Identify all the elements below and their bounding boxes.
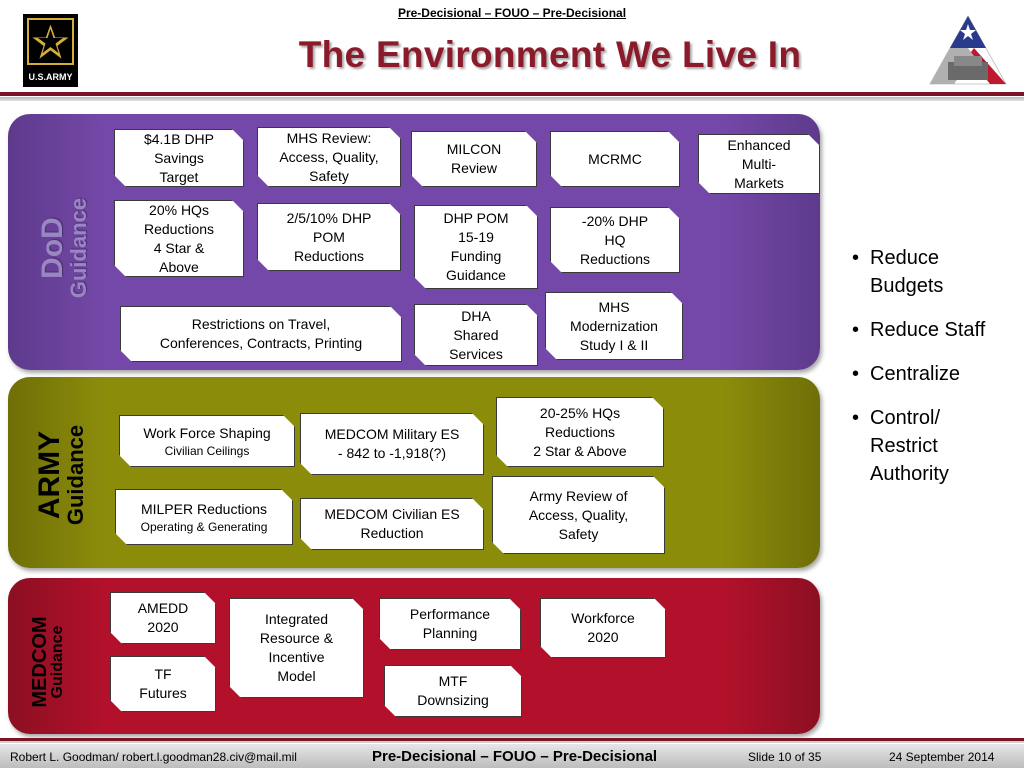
dod-box-dhp-pom-funding: DHP POM 15-19 Funding Guidance (414, 205, 538, 289)
footer-divider (0, 738, 1024, 741)
medcom-box-amedd-2020: AMEDD 2020 (110, 592, 216, 644)
army-label-main: ARMY (33, 430, 66, 520)
dod-box-dhp-hq-reductions: -20% DHP HQ Reductions (550, 207, 680, 273)
dod-box-hq-reductions-4star: 20% HQs Reductions 4 Star & Above (114, 200, 244, 277)
medcom-label-sub: Guidance (49, 625, 66, 699)
army-guidance-label: ARMY Guidance (33, 400, 95, 550)
bullet-control-restrict-authority: Control/ Restrict Authority (848, 404, 1018, 488)
slide-title: The Environment We Live In (298, 34, 802, 75)
dod-box-mcrmc: MCRMC (550, 131, 680, 187)
dod-box-milcon-review: MILCON Review (411, 131, 537, 187)
dod-guidance-label: DoD Guidance (36, 168, 98, 328)
dod-box-enhanced-multi-markets: Enhanced Multi- Markets (698, 134, 820, 194)
slide-footer: Robert L. Goodman/ robert.l.goodman28.ci… (0, 744, 1024, 768)
header-divider (0, 92, 1024, 96)
army-box-milper-reductions: MILPER Reductions Operating & Generating (115, 489, 293, 545)
medcom-box-integrated-resource-model: Integrated Resource & Incentive Model (229, 598, 364, 698)
medcom-box-tf-futures: TF Futures (110, 656, 216, 712)
footer-divider-shadow (0, 741, 1024, 743)
dod-box-mhs-modernization: MHS Modernization Study I & II (545, 292, 683, 360)
medcom-guidance-label: MEDCOM Guidance (29, 602, 80, 722)
army-logo-text: U.S.ARMY (28, 72, 72, 82)
dod-box-dhp-pom-reductions: 2/5/10% DHP POM Reductions (257, 203, 401, 271)
classification-banner-top: Pre-Decisional – FOUO – Pre-Decisional (397, 6, 627, 20)
medcom-box-workforce-2020: Workforce 2020 (540, 598, 666, 658)
flag-star-eagle-logo-icon (929, 14, 1007, 85)
army-label-sub: Guidance (63, 424, 88, 526)
dod-box-travel-restrictions: Restrictions on Travel, Conferences, Con… (120, 306, 402, 362)
army-box-work-force-shaping: Work Force Shaping Civilian Ceilings (119, 415, 295, 467)
dod-box-mhs-review: MHS Review: Access, Quality, Safety (257, 127, 401, 187)
bullet-reduce-budgets: Reduce Budgets (848, 244, 1018, 300)
army-box-medcom-civilian-es: MEDCOM Civilian ES Reduction (300, 498, 484, 550)
footer-date: 24 September 2014 (889, 750, 995, 764)
dod-label-main: DoD (36, 217, 69, 279)
medcom-box-performance-planning: Performance Planning (379, 598, 521, 650)
medcom-box-mtf-downsizing: MTF Downsizing (384, 665, 522, 717)
dod-box-dhp-savings: $4.1B DHP Savings Target (114, 129, 244, 187)
medcom-label-main: MEDCOM (29, 616, 51, 708)
dod-label-sub: Guidance (66, 197, 91, 299)
footer-author-email: Robert L. Goodman/ robert.l.goodman28.ci… (10, 750, 297, 764)
army-star-logo-icon: U.S.ARMY (23, 14, 78, 87)
army-box-army-review: Army Review of Access, Quality, Safety (492, 476, 665, 554)
footer-classification: Pre-Decisional – FOUO – Pre-Decisional (372, 748, 658, 765)
bullet-centralize: Centralize (848, 360, 1018, 388)
army-box-medcom-military-es: MEDCOM Military ES - 842 to -1,918(?) (300, 413, 484, 475)
header-divider-shadow (0, 97, 1024, 101)
army-box-hq-reductions-2star: 20-25% HQs Reductions 2 Star & Above (496, 397, 664, 467)
dod-box-dha-shared-services: DHA Shared Services (414, 304, 538, 366)
title-area: Pre-Decisional – FOUO – Pre-Decisional T… (0, 0, 1024, 90)
bullet-reduce-staff: Reduce Staff (848, 316, 1018, 344)
summary-bullet-list: Reduce Budgets Reduce Staff Centralize C… (848, 244, 1018, 504)
footer-slide-number: Slide 10 of 35 (748, 750, 822, 764)
